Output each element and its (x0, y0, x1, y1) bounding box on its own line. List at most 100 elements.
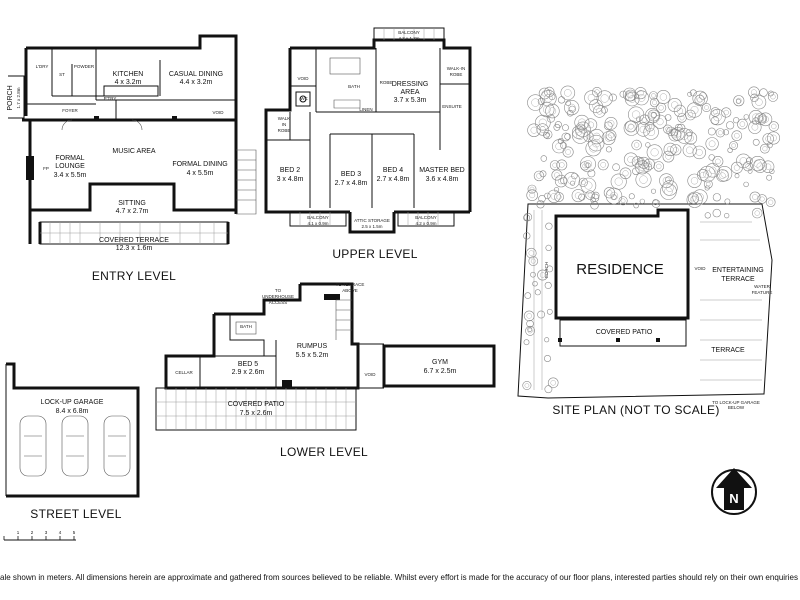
north-label: N (729, 491, 738, 506)
tree-symbol (747, 168, 753, 174)
tree-symbol (609, 93, 617, 102)
tree-symbol (627, 106, 645, 123)
formal-lounge-label-2: LOUNGE (55, 163, 85, 170)
covered-terrace-dim: 12.3 x 1.6m (116, 245, 153, 252)
tree-symbol-inner (715, 158, 721, 165)
entry-level-plan: L'DRY ST POWDER KITCHEN 4 x 3.2m CASUAL … (7, 34, 257, 283)
tree-symbol (721, 107, 732, 118)
tree-symbol (746, 157, 753, 165)
tree-symbol (564, 99, 580, 116)
tree-symbol (553, 187, 560, 193)
tree-symbol (624, 91, 640, 107)
tree-symbol (716, 166, 733, 182)
tree-symbol-inner (733, 164, 740, 171)
tree-symbol-inner (690, 195, 699, 204)
tree-symbol-inner (754, 210, 760, 216)
master-bed-label: MASTER BED (419, 167, 465, 174)
tree-symbol-inner (745, 163, 751, 169)
tree-symbol-inner (527, 328, 533, 334)
tree-symbol-inner (607, 120, 615, 127)
tree-symbol-inner (656, 163, 662, 170)
tree-symbol (660, 183, 677, 200)
tree-symbol-inner (770, 94, 776, 100)
site-terrace-label: TERRACE (711, 347, 745, 354)
tree-symbol (765, 197, 776, 207)
pantry-label: P'TRY (104, 96, 117, 101)
balcony-left-dim: 4.1 x 0.9m (307, 221, 328, 226)
tree-symbol-inner (753, 159, 762, 168)
tree-symbol (671, 127, 685, 141)
tree-symbol (544, 385, 553, 394)
tree-symbol (554, 192, 564, 202)
tree-symbol (631, 139, 642, 151)
tree-symbol-inner (587, 121, 595, 129)
tree-symbol (643, 158, 655, 170)
tree-symbol-inner (639, 175, 648, 184)
wc-label: WC (300, 96, 308, 101)
tree-symbol-inner (608, 132, 614, 139)
tree-symbol (748, 120, 762, 134)
music-area-label: MUSIC AREA (112, 148, 156, 155)
tree-symbol-inner (579, 125, 588, 134)
tree-symbol (538, 195, 546, 203)
tree-symbol (534, 289, 541, 296)
tree-symbol-inner (752, 113, 760, 121)
tree-symbol (530, 271, 536, 278)
tree-symbol (694, 94, 705, 106)
tree-symbol (549, 160, 560, 171)
upper-balcony-top-dim: 4.3 x 1.3m (398, 36, 419, 41)
tree-symbol-inner (550, 380, 556, 386)
tree-symbol-inner (695, 148, 703, 156)
tree-symbol-inner (529, 186, 535, 192)
tree-symbol (643, 124, 659, 140)
tree-symbol (572, 127, 589, 144)
tree-symbol (710, 107, 720, 117)
tree-symbol-inner (690, 195, 697, 202)
tree-symbol (634, 93, 640, 99)
tree-symbol (767, 91, 779, 102)
scale-bar: 1 2 3 4 5 (3, 530, 76, 541)
tree-symbol (682, 143, 697, 158)
tree-symbol-inner (734, 132, 740, 139)
tree-symbol (526, 247, 537, 259)
tree-symbol (546, 265, 554, 273)
tree-symbol-inner (696, 94, 704, 103)
tree-symbol (585, 162, 591, 168)
tree-symbol (701, 103, 711, 113)
tree-symbol (735, 98, 741, 104)
tree-symbol (676, 128, 693, 144)
tree-symbol (563, 172, 581, 189)
sitting-label: SITTING (118, 200, 146, 207)
scale-tick-4: 4 (59, 530, 62, 535)
tree-symbol (605, 146, 612, 153)
tree-symbol-inner (592, 102, 600, 110)
tree-symbol (605, 129, 617, 141)
tree-symbol (611, 194, 617, 200)
tree-symbol (584, 118, 598, 132)
tree-symbol (687, 173, 702, 188)
tree-symbol (748, 109, 764, 125)
balcony-right-label: BALCONY (415, 215, 437, 220)
tree-symbol-inner (594, 89, 600, 95)
street-level-title: STREET LEVEL (30, 507, 121, 521)
tree-symbol-inner (622, 170, 629, 177)
tree-symbol (537, 269, 548, 281)
tree-symbol (707, 127, 716, 136)
tree-symbol-inner (529, 192, 536, 199)
entertaining-label-2: TERRACE (721, 276, 755, 283)
tree-symbol (636, 122, 651, 137)
tree-symbol (716, 169, 729, 182)
tree-symbol (523, 339, 530, 346)
tree-symbol-inner (633, 142, 640, 148)
tree-symbol (762, 133, 774, 145)
entertaining-label: ENTERTAINING (712, 267, 763, 274)
tree-symbol (597, 159, 609, 171)
tree-symbol-inner (673, 146, 679, 153)
tree-symbol-inner (679, 115, 685, 121)
tree-symbol (698, 92, 707, 100)
garage-label: LOCK-UP GARAGE (41, 399, 104, 406)
tree-symbol (644, 121, 655, 132)
tree-symbol (634, 90, 649, 106)
tree-symbol (624, 89, 637, 102)
tree-symbol (610, 173, 627, 190)
